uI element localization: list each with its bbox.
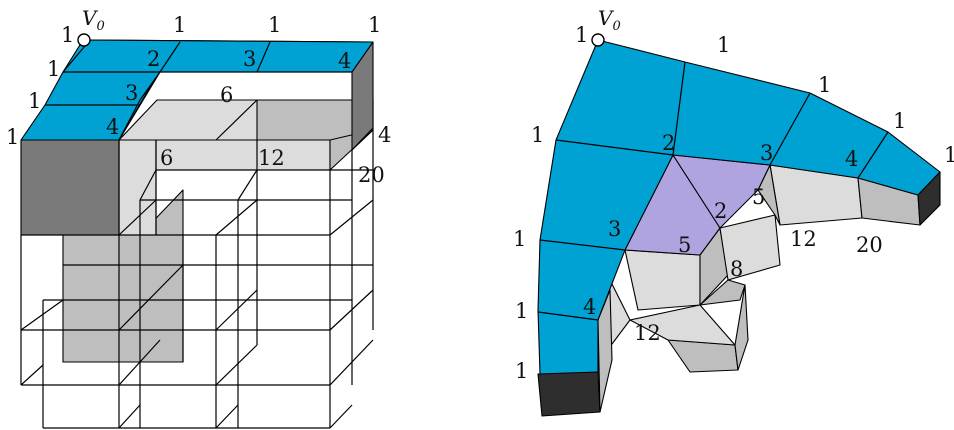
- right-label-n12b: 12: [790, 227, 817, 251]
- right-label-top-3: 1: [893, 109, 906, 133]
- left-label-diag-4b: 4: [338, 49, 351, 73]
- left-label-right-4: 4: [378, 123, 391, 147]
- right-label-top-1: 1: [717, 33, 730, 57]
- left-label-left-3: 1: [6, 125, 19, 149]
- left-label-diag-4a: 4: [106, 115, 119, 139]
- left-blue-top-row1: [62, 39, 374, 73]
- right-deformed-mesh: V0 1 1 1 1 1 1 1 1 1 2 3 3 4 4 2 5 5 8 1…: [513, 6, 954, 417]
- left-cube-lattice: V0 1 1 1 1 1 1 1 2 3 3 4 4 4 6 6 12 20: [6, 6, 391, 429]
- left-label-diag-3b: 3: [243, 47, 256, 71]
- right-label-n8: 8: [730, 257, 743, 281]
- left-label-top-3: 1: [368, 13, 381, 37]
- left-light-gray-front-2: [118, 139, 157, 236]
- right-blue-grid-lines: [537, 61, 889, 321]
- right-label-n12a: 12: [634, 321, 661, 345]
- right-label-n5b: 5: [752, 185, 765, 209]
- right-v0-label: V0: [598, 6, 621, 34]
- right-label-top-4: 1: [944, 143, 954, 167]
- right-label-n20: 20: [856, 233, 883, 257]
- left-label-diag-2: 2: [147, 47, 160, 71]
- left-v0-vertex: [77, 33, 91, 47]
- right-dark-bottom-end: [537, 371, 601, 417]
- right-label-left-2: 1: [513, 227, 526, 251]
- left-blue-grid-lines: [45, 39, 352, 141]
- right-label-left-4: 1: [515, 359, 528, 383]
- right-label-left-3: 1: [515, 299, 528, 323]
- right-label-v0-count: 1: [575, 23, 588, 47]
- right-gray-strip-left: [597, 289, 613, 413]
- right-v0-vertex: [591, 33, 605, 47]
- left-light-gray-inner: [155, 139, 331, 171]
- left-dark-cube-front: [20, 139, 120, 236]
- right-label-n5a: 5: [678, 233, 691, 257]
- left-label-right-20: 20: [358, 163, 385, 187]
- right-label-left-1: 1: [531, 123, 544, 147]
- left-label-top-2: 1: [268, 13, 281, 37]
- left-label-mid-6b: 6: [160, 146, 173, 170]
- right-gray-block-8-under: [699, 279, 746, 306]
- left-label-v0-count: 1: [61, 23, 74, 47]
- left-label-top-1: 1: [173, 13, 186, 37]
- left-v0-label: V0: [82, 6, 105, 34]
- left-back-gray-face: [62, 234, 184, 363]
- right-label-n4a: 4: [845, 147, 858, 171]
- right-label-n3a: 3: [760, 141, 773, 165]
- left-wire-lattice: [20, 99, 374, 429]
- right-dark-right-end: [917, 171, 941, 226]
- left-label-left-1: 1: [47, 57, 60, 81]
- left-label-left-2: 1: [28, 89, 41, 113]
- right-label-n3b: 3: [608, 217, 621, 241]
- right-gray-block-8: [719, 214, 781, 281]
- right-label-n2a: 2: [662, 131, 675, 155]
- right-gray-block-5-front: [624, 249, 701, 311]
- right-label-top-2: 1: [818, 73, 831, 97]
- left-label-diag-3a: 3: [125, 81, 138, 105]
- left-label-mid-12: 12: [258, 146, 285, 170]
- left-label-mid-6a: 6: [220, 83, 233, 107]
- right-label-n2b: 2: [714, 199, 727, 223]
- right-lower-lump-side: [734, 284, 749, 371]
- right-label-n4b: 4: [583, 295, 596, 319]
